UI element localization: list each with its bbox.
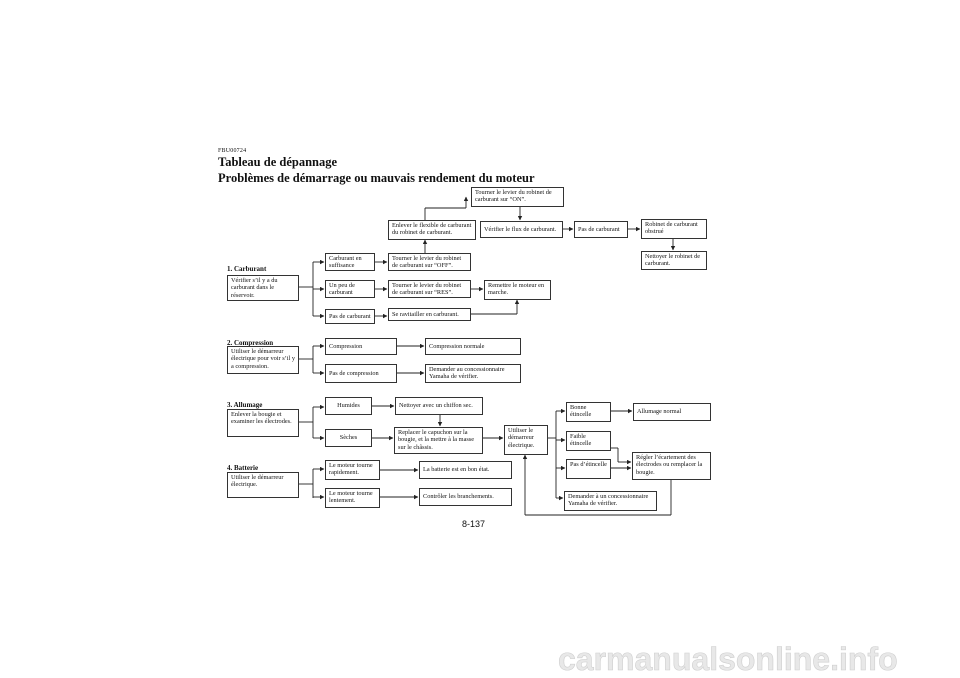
ignition-check-box: Enlever la bougie et examiner les électr… [227, 409, 299, 437]
page-subtitle: Problèmes de démarrage ou mauvais rendem… [218, 171, 535, 185]
wet-box: Humides [325, 397, 372, 415]
engine-slow-box: Le moteur tourne lentement. [325, 488, 380, 508]
ignition-dealer-box: Demander à un concessionnaire Yamaha de … [564, 491, 657, 511]
fuel-none-box: Pas de carburant [325, 309, 375, 324]
adjust-gap-box: Régler l’écartement des électrodes ou re… [632, 452, 711, 480]
battery-ok-box: La batterie est en bon état. [419, 461, 512, 479]
turn-off-box: Tourner le levier du robinet de carburan… [388, 253, 471, 271]
wipe-box: Nettoyer avec un chiffon sec. [395, 397, 483, 415]
dry-box: Sèches [325, 429, 372, 447]
section-heading-fuel: 1. Carburant [227, 265, 267, 273]
replace-cap-box: Replacer le capuchon sur la bougie, et l… [394, 427, 483, 454]
battery-check-box: Utiliser le démarreur électrique. [227, 472, 299, 498]
watermark-text: carmanualsonline.info [558, 641, 898, 677]
section-heading-compression: 2. Compression [227, 339, 274, 347]
check-connections-box: Contrôler les branchements. [419, 488, 512, 506]
compression-no-box: Pas de compression [325, 364, 397, 383]
no-fuel-box: Pas de carburant [574, 221, 628, 238]
page-title: Tableau de dépannage [218, 155, 338, 169]
section-heading-ignition: 3. Allumage [227, 401, 263, 409]
good-spark-box: Bonne étincelle [566, 402, 611, 422]
no-spark-box: Pas d’étincelle [566, 459, 611, 479]
restart-box: Remettre le moteur en marche. [484, 280, 551, 300]
check-flow-box: Vérifier le flux de carburant. [480, 221, 563, 238]
page-number: 8-137 [462, 519, 486, 529]
turn-res-box: Tourner le levier du robinet de carburan… [388, 280, 471, 298]
use-starter-box: Utiliser le démarreur électrique. [504, 425, 548, 455]
turn-on-box: Tourner le levier du robinet de carburan… [471, 187, 564, 207]
fuel-little-box: Un peu de carburant [325, 280, 375, 298]
refuel-box: Se ravitailler en carburant. [388, 308, 471, 321]
section-heading-battery: 4. Batterie [227, 464, 259, 472]
weak-spark-box: Faible étincelle [566, 431, 611, 451]
valve-clogged-box: Robinet de carburant obstrué [641, 219, 707, 239]
clean-valve-box: Nettoyer le robinet de carburant. [641, 251, 707, 270]
compression-check-box: Utiliser le démarreur électrique pour vo… [227, 346, 299, 374]
compression-yes-box: Compression [325, 338, 397, 355]
engine-fast-box: Le moteur tourne rapidement. [325, 460, 380, 480]
remove-hose-box: Enlever le flexible de carburant du robi… [388, 220, 476, 240]
compression-dealer-box: Demander au concessionnaire Yamaha de vé… [425, 364, 521, 383]
document-code: FBU00724 [218, 148, 247, 154]
fuel-enough-box: Carburant en suffisance [325, 253, 375, 271]
fuel-check-box: Vérifier s’il y a du carburant dans le r… [227, 275, 299, 301]
ignition-normal-box: Allumage normal [633, 403, 711, 421]
compression-normal-box: Compression normale [425, 338, 521, 355]
